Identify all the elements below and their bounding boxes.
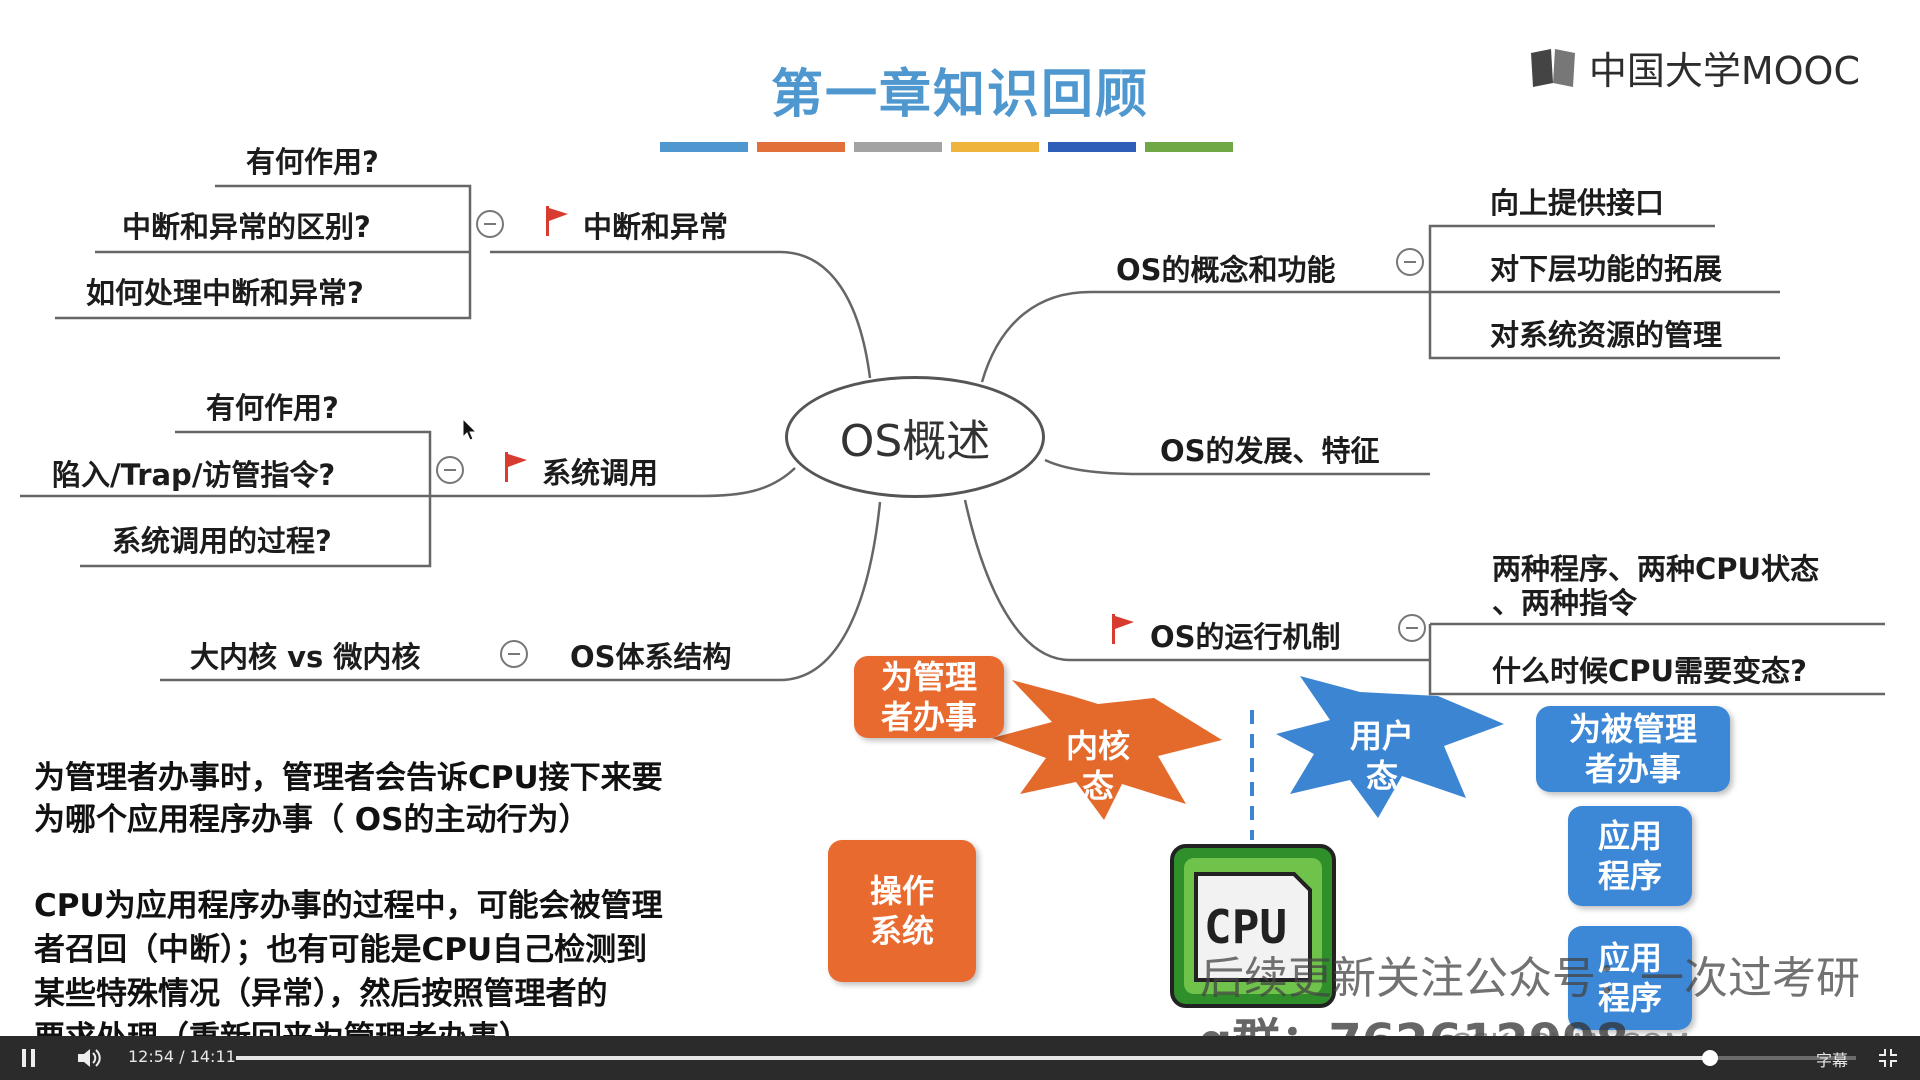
interrupt-child-3: 如何处理中断和异常? [86,276,364,310]
mechanism-child-1: 两种程序、两种CPU状态 [1492,552,1820,586]
branch-mechanism-label: OS的运行机制 [1150,620,1341,654]
watermark-line-1: 后续更新关注公众号：一次过考研 [1200,953,1860,1004]
exit-fullscreen-icon[interactable] [1878,1048,1898,1068]
mechanism-child-1b: 、两种指令 [1492,586,1638,620]
color-bar-5 [1048,142,1136,152]
interrupt-child-2: 中断和异常的区别? [122,210,371,244]
explanation-line-4: 者召回（中断）；也有可能是CPU自己检测到 [34,932,648,968]
color-bar-6 [1145,142,1233,152]
explanation-line-2: 为哪个应用程序办事（ OS的主动行为） [34,802,590,838]
video-player-bar: 12:54 / 14:11 字幕 [0,1036,1920,1080]
mindmap-center-node: OS概述 [785,376,1045,498]
current-time: 12:54 [128,1047,175,1066]
concept-child-1: 向上提供接口 [1490,186,1665,220]
collapse-syscall-icon[interactable] [436,456,464,484]
branch-arch-label: OS体系结构 [570,640,732,674]
manager-box: 为管理者办事 [854,656,1004,738]
branch-dev-label: OS的发展、特征 [1160,434,1380,468]
time-display: 12:54 / 14:11 [128,1047,236,1066]
concept-child-3: 对系统资源的管理 [1490,318,1723,352]
kernel-mode-label: 内核态 [1066,727,1131,805]
explanation-line-3: CPU为应用程序办事的过程中，可能会被管理 [34,888,663,924]
concept-child-2: 对下层功能的拓展 [1490,252,1723,286]
cpu-chip-icon [1170,844,1336,1008]
color-bar-4 [951,142,1039,152]
syscall-child-2: 陷入/Trap/访管指令? [52,458,336,492]
collapse-mechanism-icon[interactable] [1398,614,1426,642]
managed-box: 为被管理者办事 [1536,706,1730,792]
flag-icon [546,206,568,236]
collapse-arch-icon[interactable] [500,640,528,668]
progress-knob[interactable] [1702,1050,1719,1066]
explanation-line-5: 某些特殊情况（异常），然后按照管理者的 [34,976,608,1012]
branch-concept-label: OS的概念和功能 [1116,253,1336,287]
total-time: 14:11 [189,1047,236,1066]
mechanism-child-2: 什么时候CPU需要变态? [1492,654,1807,688]
volume-icon[interactable] [76,1046,102,1070]
flag-icon [1112,614,1134,644]
collapse-concept-icon[interactable] [1396,248,1424,276]
collapse-interrupt-icon[interactable] [476,210,504,238]
syscall-child-3: 系统调用的过程? [112,524,332,558]
color-bar-2 [757,142,845,152]
os-box: 操作系统 [828,840,976,982]
progress-fill [236,1056,1711,1060]
book-icon [1530,48,1575,87]
mouse-cursor-icon [462,418,478,441]
color-bar-3 [854,142,942,152]
flag-icon [505,452,527,482]
app-box-1: 应用程序 [1568,806,1692,906]
syscall-child-1: 有何作用? [206,391,339,425]
progress-bar[interactable] [236,1050,1856,1066]
user-mode-star [1276,676,1504,818]
subtitle-button[interactable]: 字幕 [1816,1051,1849,1070]
slide-title: 第一章知识回顾 [770,65,1149,125]
branch-interrupt-label: 中断和异常 [583,210,729,244]
explanation-line-1: 为管理者办事时，管理者会告诉CPU接下来要 [34,760,663,796]
branch-syscall-label: 系统调用 [542,456,659,490]
app-box-2: 应用程序 [1568,926,1692,1030]
time-separator: / [179,1047,185,1066]
pause-icon[interactable] [20,1048,38,1068]
color-bar-1 [660,142,748,152]
interrupt-child-1: 有何作用? [246,145,379,179]
user-mode-label: 用户态 [1350,717,1415,795]
cpu-label: CPU [1204,900,1288,954]
logo-text: 中国大学MOOC [1588,49,1860,93]
kernel-mode-star [992,680,1222,820]
arch-child-1: 大内核 vs 微内核 [190,640,421,674]
mooc-logo: 中国大学MOOC [1527,40,1860,95]
